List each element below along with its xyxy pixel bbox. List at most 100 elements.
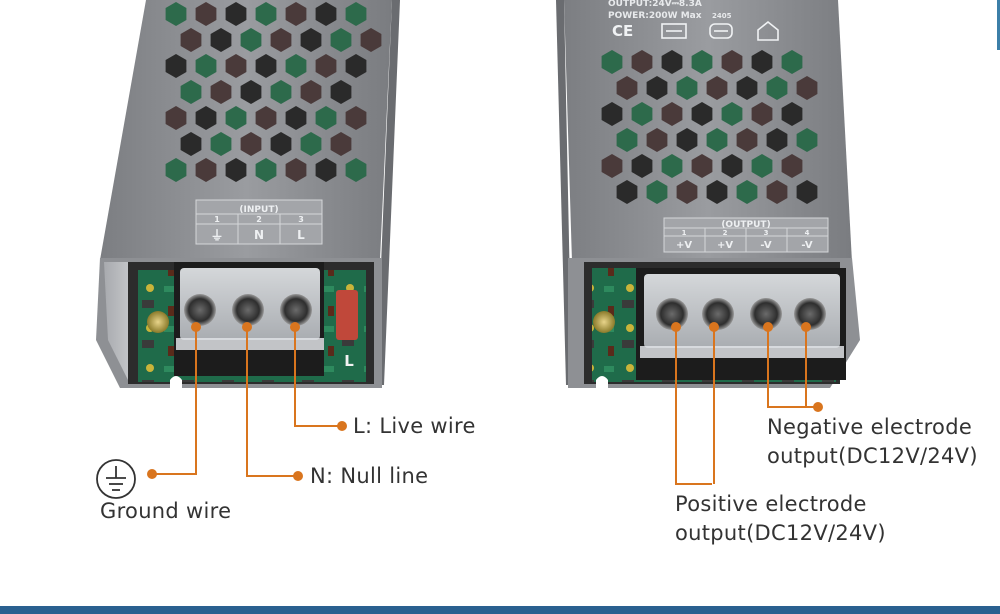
vent-hole xyxy=(601,50,623,74)
positive-leader xyxy=(675,326,712,485)
vent-hole xyxy=(706,180,728,204)
vent-hole xyxy=(345,158,367,182)
vent-hole xyxy=(661,154,683,178)
vent-hole xyxy=(255,2,277,26)
vent-hole xyxy=(330,132,352,156)
right-power-supply: OUTPUT:24V⎓8.3A POWER:200W Max 2405 CE (… xyxy=(556,0,860,388)
vent-hole xyxy=(721,50,743,74)
vent-hole xyxy=(240,132,262,156)
input-symbol-n: N xyxy=(254,228,264,242)
ground-wire-leader xyxy=(152,326,197,475)
vent-hole xyxy=(721,154,743,178)
vent-hole xyxy=(766,180,788,204)
vent-hole xyxy=(796,128,818,152)
vent-hole xyxy=(210,80,232,104)
vent-hole xyxy=(616,180,638,204)
vent-hole xyxy=(751,50,773,74)
vent-hole xyxy=(676,76,698,100)
vent-hole xyxy=(315,106,337,130)
vent-hole xyxy=(195,2,217,26)
vent-hole xyxy=(661,102,683,126)
output-symbol-3: -V xyxy=(760,240,771,251)
vent-hole xyxy=(646,180,668,204)
bottom-accent-bar xyxy=(0,606,1000,614)
negative-leader xyxy=(767,326,818,408)
left-power-supply: (INPUT) 1 2 3 ⏚ N L L xyxy=(96,0,400,388)
input-symbol-l: L xyxy=(297,228,305,242)
indoor-use-icon xyxy=(757,20,779,41)
vent-hole xyxy=(225,158,247,182)
vent-hole xyxy=(210,28,232,52)
vent-hole xyxy=(345,54,367,78)
certification-icon-1 xyxy=(661,23,687,39)
callout-dots xyxy=(147,322,823,481)
output-symbol-1: +V xyxy=(676,240,692,251)
vent-hole xyxy=(601,102,623,126)
vent-hole xyxy=(300,80,322,104)
vent-hole xyxy=(736,128,758,152)
output-number-2: 2 xyxy=(723,229,728,237)
vent-hole xyxy=(210,132,232,156)
vent-hole xyxy=(195,158,217,182)
vent-hole xyxy=(285,106,307,130)
vent-hole xyxy=(736,180,758,204)
null-line-leader xyxy=(246,326,298,477)
positive-electrode-label: Positive electrode xyxy=(675,492,867,516)
vent-hole xyxy=(676,128,698,152)
left-vent-grid xyxy=(165,2,382,182)
vent-hole xyxy=(691,154,713,178)
vent-hole xyxy=(195,54,217,78)
output-number-1: 1 xyxy=(682,229,687,237)
vent-hole xyxy=(601,154,623,178)
vent-hole xyxy=(781,154,803,178)
vent-hole xyxy=(691,102,713,126)
vent-hole xyxy=(751,102,773,126)
vent-hole xyxy=(300,132,322,156)
negative-electrode-output: output(DC12V/24V) xyxy=(767,444,978,468)
input-number-3: 3 xyxy=(298,215,304,224)
vent-hole xyxy=(796,180,818,204)
vent-hole xyxy=(661,50,683,74)
positive-electrode-output: output(DC12V/24V) xyxy=(675,521,886,545)
ground-wire-label: Ground wire xyxy=(100,499,232,523)
vent-hole xyxy=(646,128,668,152)
vent-hole xyxy=(345,106,367,130)
certification-icon-2 xyxy=(709,23,733,39)
vent-hole xyxy=(631,102,653,126)
input-screw-1-icon xyxy=(184,294,216,326)
spec-power: POWER:200W Max xyxy=(608,11,702,21)
vent-hole xyxy=(240,80,262,104)
vent-hole xyxy=(736,76,758,100)
vent-hole xyxy=(616,76,638,100)
vent-hole xyxy=(270,80,292,104)
vent-hole xyxy=(315,2,337,26)
output-symbol-2: +V xyxy=(717,240,733,251)
output-symbol-4: -V xyxy=(801,240,812,251)
vent-hole xyxy=(315,54,337,78)
input-screw-2-icon xyxy=(232,294,264,326)
vent-hole xyxy=(300,28,322,52)
negative-electrode-label: Negative electrode xyxy=(767,415,973,439)
vent-hole xyxy=(240,28,262,52)
input-terminal-label-panel: (INPUT) 1 2 3 ⏚ N L xyxy=(195,199,323,245)
callout-leaders xyxy=(152,326,818,485)
vent-hole xyxy=(255,54,277,78)
vent-hole xyxy=(270,28,292,52)
vent-hole xyxy=(165,2,187,26)
output-header: (OUTPUT) xyxy=(721,220,770,230)
vent-hole xyxy=(225,54,247,78)
input-number-1: 1 xyxy=(214,215,220,224)
vent-hole xyxy=(781,50,803,74)
ground-icon xyxy=(96,459,136,499)
vent-hole xyxy=(721,102,743,126)
input-screw-3-icon xyxy=(280,294,312,326)
input-header: (INPUT) xyxy=(239,205,278,215)
vent-hole xyxy=(345,2,367,26)
spec-code: 2405 xyxy=(712,12,732,20)
fuse-icon xyxy=(336,290,358,340)
vent-hole xyxy=(180,132,202,156)
vent-hole xyxy=(315,158,337,182)
output-number-4: 4 xyxy=(805,229,810,237)
vent-hole xyxy=(631,154,653,178)
